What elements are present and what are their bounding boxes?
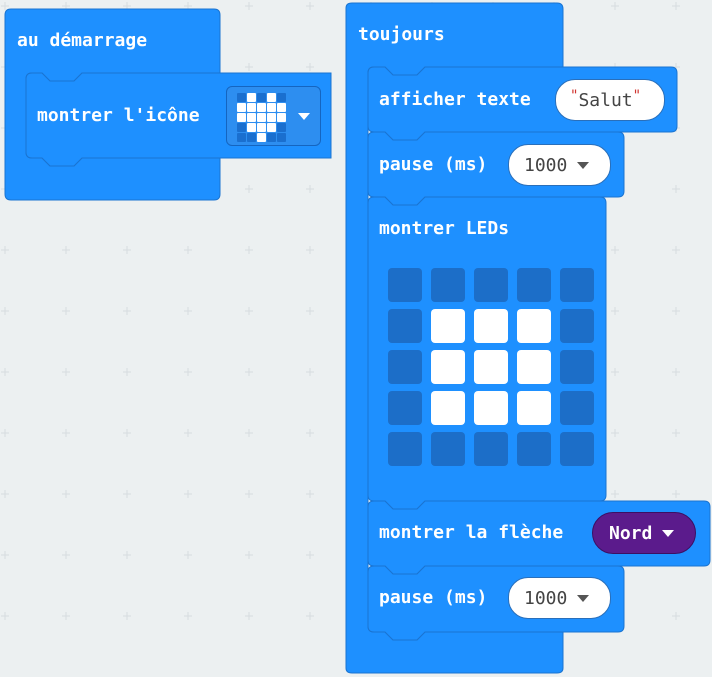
arrow-direction-dropdown[interactable]: Nord <box>592 512 696 554</box>
led-cell[interactable] <box>517 350 551 384</box>
led-cell[interactable] <box>474 391 508 425</box>
led-cell[interactable] <box>517 432 551 466</box>
icon-pixel <box>277 93 286 102</box>
icon-pixel <box>257 123 266 132</box>
icon-pixel <box>277 123 286 132</box>
icon-pixel <box>237 93 246 102</box>
led-cell[interactable] <box>560 309 594 343</box>
pause-value-2: 1000 <box>524 587 568 609</box>
icon-pixel <box>237 103 246 112</box>
led-cell[interactable] <box>474 268 508 302</box>
led-cell[interactable] <box>431 268 465 302</box>
led-cell[interactable] <box>517 268 551 302</box>
led-cell[interactable] <box>474 309 508 343</box>
led-cell[interactable] <box>517 391 551 425</box>
icon-pixel <box>267 133 276 142</box>
led-cell[interactable] <box>388 309 422 343</box>
icon-pixel <box>257 133 266 142</box>
show-arrow-label: montrer la flèche <box>379 522 564 543</box>
show-leds-label: montrer LEDs <box>379 218 510 239</box>
icon-pixel <box>247 103 256 112</box>
led-cell[interactable] <box>431 391 465 425</box>
icon-pixel <box>237 113 246 122</box>
chevron-down-icon <box>577 594 590 602</box>
string-value: Salut <box>578 89 633 111</box>
led-cell[interactable] <box>560 268 594 302</box>
pause-label-2: pause (ms) <box>379 587 488 608</box>
pause-value-1: 1000 <box>524 154 568 176</box>
pause-label-1: pause (ms) <box>379 154 488 175</box>
led-cell[interactable] <box>388 391 422 425</box>
show-string-label: afficher texte <box>379 89 531 110</box>
icon-pixel <box>247 123 256 132</box>
icon-dropdown[interactable] <box>226 86 321 146</box>
icon-pixel <box>267 113 276 122</box>
led-cell[interactable] <box>474 432 508 466</box>
icon-pixel <box>277 133 286 142</box>
icon-pixel <box>257 93 266 102</box>
icon-pixel <box>237 123 246 132</box>
icon-pixel <box>277 103 286 112</box>
led-cell[interactable] <box>431 309 465 343</box>
pause-value-dropdown-1[interactable]: 1000 <box>508 144 611 186</box>
icon-pixel <box>277 113 286 122</box>
forever-label: toujours <box>358 24 445 45</box>
led-cell[interactable] <box>431 350 465 384</box>
led-cell[interactable] <box>431 432 465 466</box>
show-icon-label: montrer l'icône <box>37 105 200 126</box>
arrow-direction-value: Nord <box>609 522 653 544</box>
led-cell[interactable] <box>388 268 422 302</box>
chevron-down-icon <box>577 161 590 169</box>
led-cell[interactable] <box>474 350 508 384</box>
icon-pixel <box>237 133 246 142</box>
led-cell[interactable] <box>560 350 594 384</box>
led-cell[interactable] <box>560 432 594 466</box>
heart-icon <box>237 93 286 142</box>
led-cell[interactable] <box>560 391 594 425</box>
led-cell[interactable] <box>388 432 422 466</box>
icon-pixel <box>247 93 256 102</box>
pause-value-dropdown-2[interactable]: 1000 <box>508 577 611 619</box>
on-start-label: au démarrage <box>17 30 148 51</box>
chevron-down-icon <box>298 113 310 120</box>
icon-pixel <box>267 123 276 132</box>
icon-pixel <box>247 113 256 122</box>
icon-pixel <box>257 113 266 122</box>
led-cell[interactable] <box>517 309 551 343</box>
chevron-down-icon <box>662 529 675 537</box>
led-cell[interactable] <box>388 350 422 384</box>
led-matrix <box>388 268 594 466</box>
icon-pixel <box>267 93 276 102</box>
icon-pixel <box>257 103 266 112</box>
string-input[interactable]: "Salut" <box>555 79 665 121</box>
icon-pixel <box>267 103 276 112</box>
icon-pixel <box>247 133 256 142</box>
